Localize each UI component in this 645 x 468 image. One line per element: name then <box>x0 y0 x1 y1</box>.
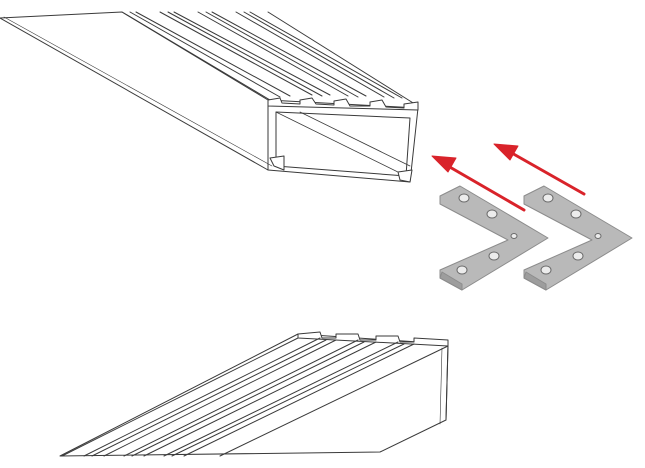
arrows <box>431 143 586 212</box>
lower-profile-end-edge-2 <box>439 347 443 425</box>
upper-profile-clip-left <box>269 155 285 171</box>
upper-profile-cavity-diagonal <box>275 111 407 177</box>
lower-profile-rails <box>61 337 449 457</box>
upper-profile-end-slots <box>267 97 419 111</box>
bracket-1-thickness <box>439 271 463 291</box>
bracket-2 <box>523 185 633 291</box>
upper-profile-bottom-edge-2 <box>3 16 273 167</box>
upper-profile-clip-right <box>397 169 413 183</box>
upper-profile-cavity-diagonal-2 <box>299 111 411 167</box>
lower-profile-end-edge <box>445 345 449 421</box>
bracket-2-thickness <box>523 271 547 291</box>
upper-profile-rails <box>121 11 419 107</box>
arrow-2 <box>493 143 586 196</box>
upper-profile <box>0 11 419 183</box>
lower-profile <box>59 331 449 457</box>
bracket-1 <box>439 185 549 291</box>
lower-profile-end-slots <box>297 331 449 347</box>
bracket-2-holes <box>540 193 602 275</box>
upper-profile-bottom-edge <box>0 17 269 171</box>
bracket-1-holes <box>456 193 518 275</box>
lower-profile-body <box>59 333 449 457</box>
arrow-1 <box>431 155 526 212</box>
